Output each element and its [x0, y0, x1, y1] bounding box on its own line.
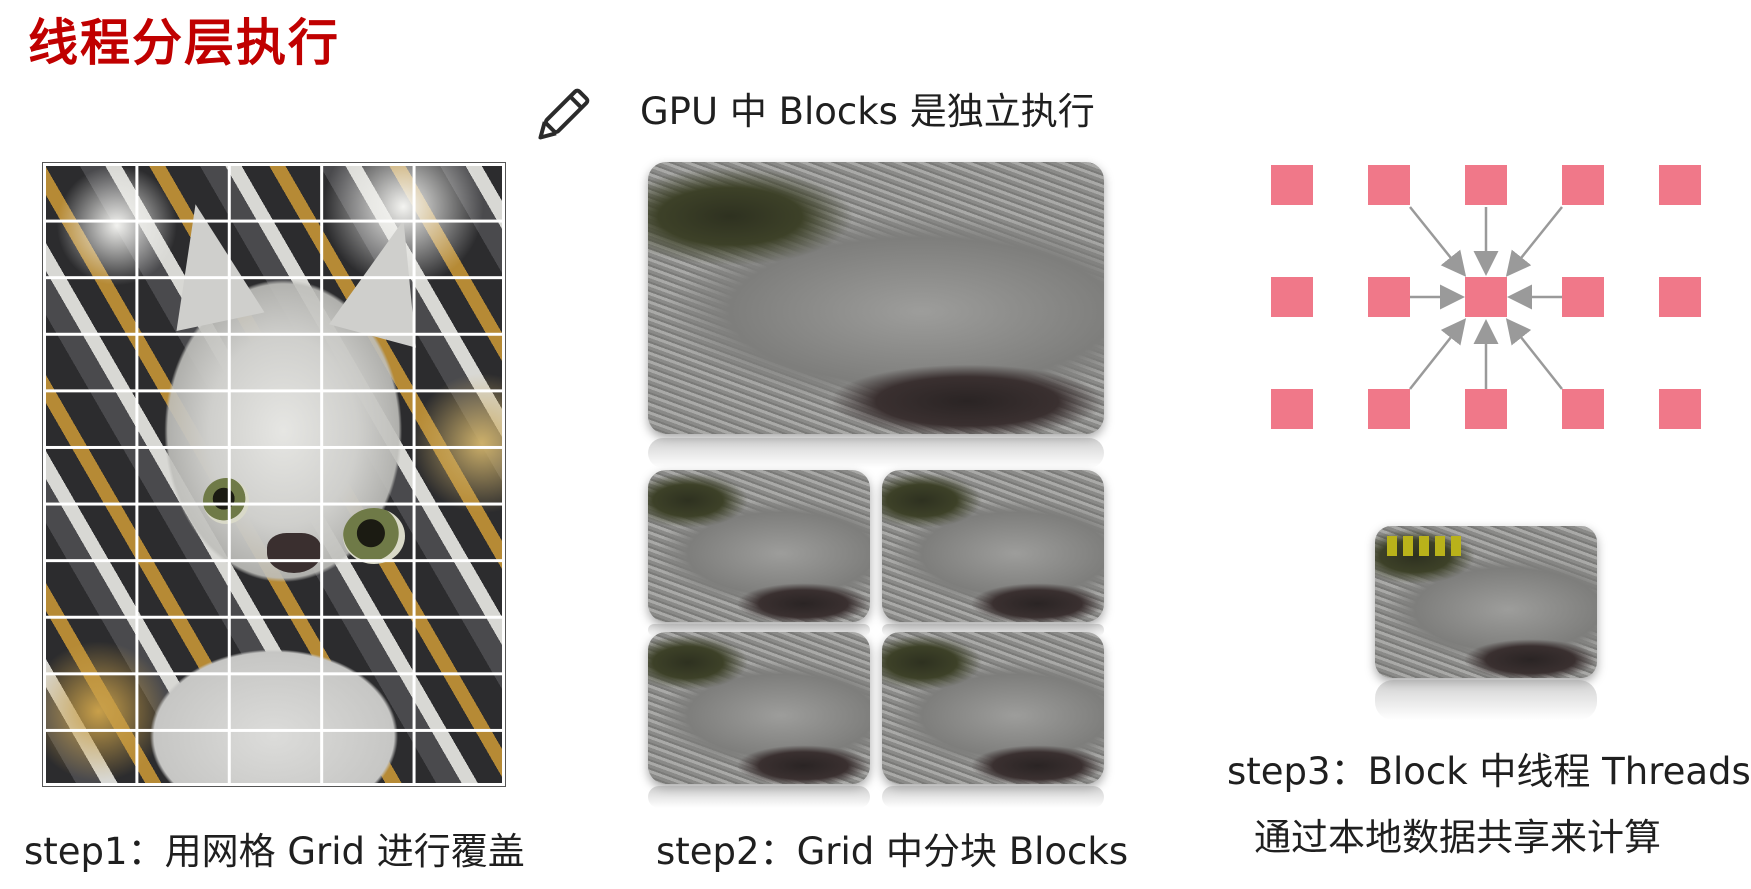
pencil-icon[interactable]	[526, 82, 596, 152]
step3-caption: step3：Block 中线程 Threads	[1227, 750, 1751, 793]
full-block-image	[648, 162, 1104, 434]
thread-marker	[1387, 536, 1397, 556]
blocks-heading: GPU 中 Blocks 是独立执行	[640, 90, 1095, 133]
thread-square	[1659, 165, 1701, 205]
thread-square	[1659, 389, 1701, 429]
grid-frame	[43, 163, 505, 786]
step3-caption-line2: 通过本地数据共享来计算	[1254, 816, 1661, 859]
thread-marker	[1451, 536, 1461, 556]
block-top-right	[882, 470, 1104, 622]
page-title: 线程分层执行	[28, 14, 340, 72]
thread-markers	[1387, 536, 1461, 556]
step2-caption: step2：Grid 中分块 Blocks	[656, 830, 1129, 873]
block-bottom-right-reflection	[882, 786, 1104, 808]
step1-caption: step1：用网格 Grid 进行覆盖	[24, 830, 525, 873]
thread-square	[1368, 389, 1410, 429]
thread-block-image	[1375, 526, 1597, 678]
thread-square	[1368, 165, 1410, 205]
block-bottom-left-reflection	[648, 786, 870, 808]
thread-square	[1271, 277, 1313, 317]
arrow-top-left	[1409, 206, 1467, 277]
thread-marker	[1435, 536, 1445, 556]
thread-square	[1562, 277, 1604, 317]
block-bottom-left	[648, 632, 870, 784]
grid-overlay	[43, 163, 505, 786]
thread-square	[1271, 389, 1313, 429]
block-bottom-right	[882, 632, 1104, 784]
thread-square-center	[1465, 277, 1507, 317]
thread-square	[1562, 389, 1604, 429]
thread-square	[1659, 277, 1701, 317]
arrow-top-right	[1505, 206, 1563, 277]
thread-marker	[1419, 536, 1429, 556]
thread-square	[1562, 165, 1604, 205]
thread-square	[1271, 165, 1313, 205]
full-block-reflection	[648, 438, 1104, 468]
thread-marker	[1403, 536, 1413, 556]
cat-image-grid	[42, 162, 506, 787]
thread-square	[1465, 389, 1507, 429]
arrow-bottom-right	[1505, 318, 1563, 390]
arrow-bottom-left	[1409, 318, 1467, 390]
thread-square	[1465, 165, 1507, 205]
block-top-left	[648, 470, 870, 622]
thread-square	[1368, 277, 1410, 317]
thread-block-reflection	[1375, 680, 1597, 720]
